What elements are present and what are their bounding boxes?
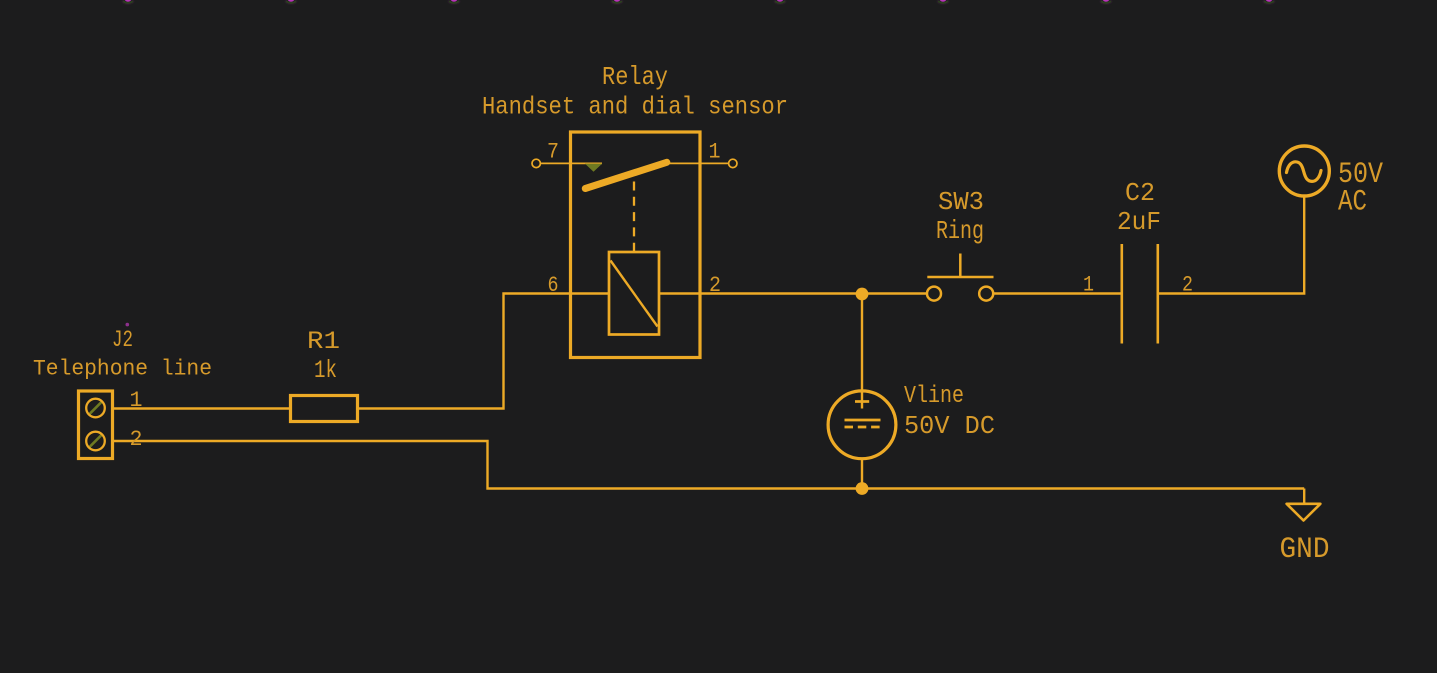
marker-arc — [1100, 0, 1112, 4]
c2-pin1-number[interactable]: 1 — [1083, 273, 1094, 298]
wires — [112, 196, 1306, 504]
relay-body-outline[interactable] — [568, 130, 702, 360]
wire-j2pin2-to-gnd[interactable] — [112, 439, 1305, 490]
marker-dot — [124, 0, 132, 2]
vline-source-circle[interactable] — [826, 389, 898, 461]
marker-arc — [448, 0, 460, 4]
ac-source-value-label[interactable]: 50V — [1338, 158, 1383, 192]
j2-pin1-number[interactable]: 1 — [130, 388, 143, 413]
marker-dot — [1102, 0, 1110, 2]
marker-arc — [774, 0, 786, 4]
relay-contact-triangle[interactable] — [584, 163, 603, 172]
relay-coil-diagonal[interactable] — [609, 259, 659, 328]
junction-dot-bottom[interactable] — [855, 482, 869, 495]
r1-body-outline[interactable] — [288, 393, 360, 424]
relay-pin7-number[interactable]: 7 — [547, 140, 559, 165]
vline-source-symbol[interactable]: Vline 50V DC — [826, 383, 995, 461]
j2-screw2-circle[interactable] — [85, 430, 106, 452]
marker-dot — [613, 0, 621, 2]
relay-symbol[interactable]: Relay Handset and dial sensor 7 1 6 2 — [482, 62, 788, 360]
sw3-switch-symbol[interactable]: SW3 Ring — [925, 187, 995, 302]
relay-pin1-number[interactable]: 1 — [709, 140, 721, 165]
marker-arc — [1263, 0, 1275, 4]
j2-screw1-slot[interactable] — [87, 400, 104, 416]
marker-arc — [122, 0, 134, 4]
sw3-left-contact-circle[interactable] — [925, 285, 943, 302]
r1-value-label[interactable]: 1k — [314, 356, 337, 385]
sw3-right-contact-circle[interactable] — [977, 285, 995, 302]
relay-switch-blade[interactable] — [581, 158, 671, 192]
c2-reference-label[interactable]: C2 — [1125, 178, 1155, 208]
marker-arc — [285, 0, 297, 4]
j2-reference-label[interactable]: J2 — [112, 327, 133, 353]
marker-dot — [287, 0, 295, 2]
marker-dot — [939, 0, 947, 2]
wire-r1-to-relay-pin6[interactable] — [357, 292, 610, 410]
gnd-symbol[interactable]: GND — [1280, 502, 1330, 567]
relay-coil-box[interactable] — [607, 250, 661, 336]
vline-value-label[interactable]: 50V DC — [904, 411, 995, 441]
relay-pin7-end-circle[interactable] — [531, 158, 542, 169]
j2-connector-symbol[interactable]: J2 Telephone line 1 2 — [33, 322, 212, 461]
wire-c2-to-ac-source[interactable] — [1157, 196, 1306, 295]
j2-screw2-slot[interactable] — [87, 433, 104, 449]
sw3-value-label[interactable]: Ring — [936, 216, 984, 246]
relay-reference-label[interactable]: Relay — [602, 62, 668, 92]
ac-source-type-label[interactable]: AC — [1338, 186, 1367, 220]
c2-value-label[interactable]: 2uF — [1117, 207, 1161, 237]
marker-arc — [611, 0, 623, 4]
relay-pin1-end-circle[interactable] — [727, 158, 738, 169]
r1-reference-label[interactable]: R1 — [307, 327, 340, 356]
ac-source-symbol[interactable]: 50V AC — [1277, 144, 1383, 220]
c2-capacitor-symbol[interactable]: C2 2uF 1 2 — [1083, 178, 1193, 344]
ac-source-sine-wave[interactable] — [1284, 160, 1323, 184]
vline-reference-label[interactable]: Vline — [904, 383, 964, 410]
gnd-label[interactable]: GND — [1280, 533, 1330, 567]
j2-body-outline[interactable] — [76, 389, 115, 461]
j2-anchor-marker — [125, 322, 130, 327]
gnd-triangle[interactable] — [1285, 502, 1322, 522]
relay-pin6-number[interactable]: 6 — [548, 273, 559, 298]
c2-pin2-number[interactable]: 2 — [1182, 273, 1193, 298]
marker-dot — [450, 0, 458, 2]
top-edge-cropped-markers — [121, 0, 1276, 5]
j2-pin2-number[interactable]: 2 — [130, 427, 143, 452]
ac-source-circle[interactable] — [1277, 144, 1332, 198]
marker-dot — [1265, 0, 1273, 2]
junction-dot-mid[interactable] — [855, 287, 869, 301]
marker-dot — [776, 0, 784, 2]
j2-value-label[interactable]: Telephone line — [33, 357, 212, 382]
j2-screw1-circle[interactable] — [85, 397, 106, 419]
relay-value-label[interactable]: Handset and dial sensor — [482, 93, 788, 122]
sw3-reference-label[interactable]: SW3 — [938, 187, 984, 217]
marker-arc — [937, 0, 949, 4]
r1-resistor-symbol[interactable]: R1 1k — [288, 327, 360, 424]
relay-pin2-number[interactable]: 2 — [709, 273, 721, 298]
